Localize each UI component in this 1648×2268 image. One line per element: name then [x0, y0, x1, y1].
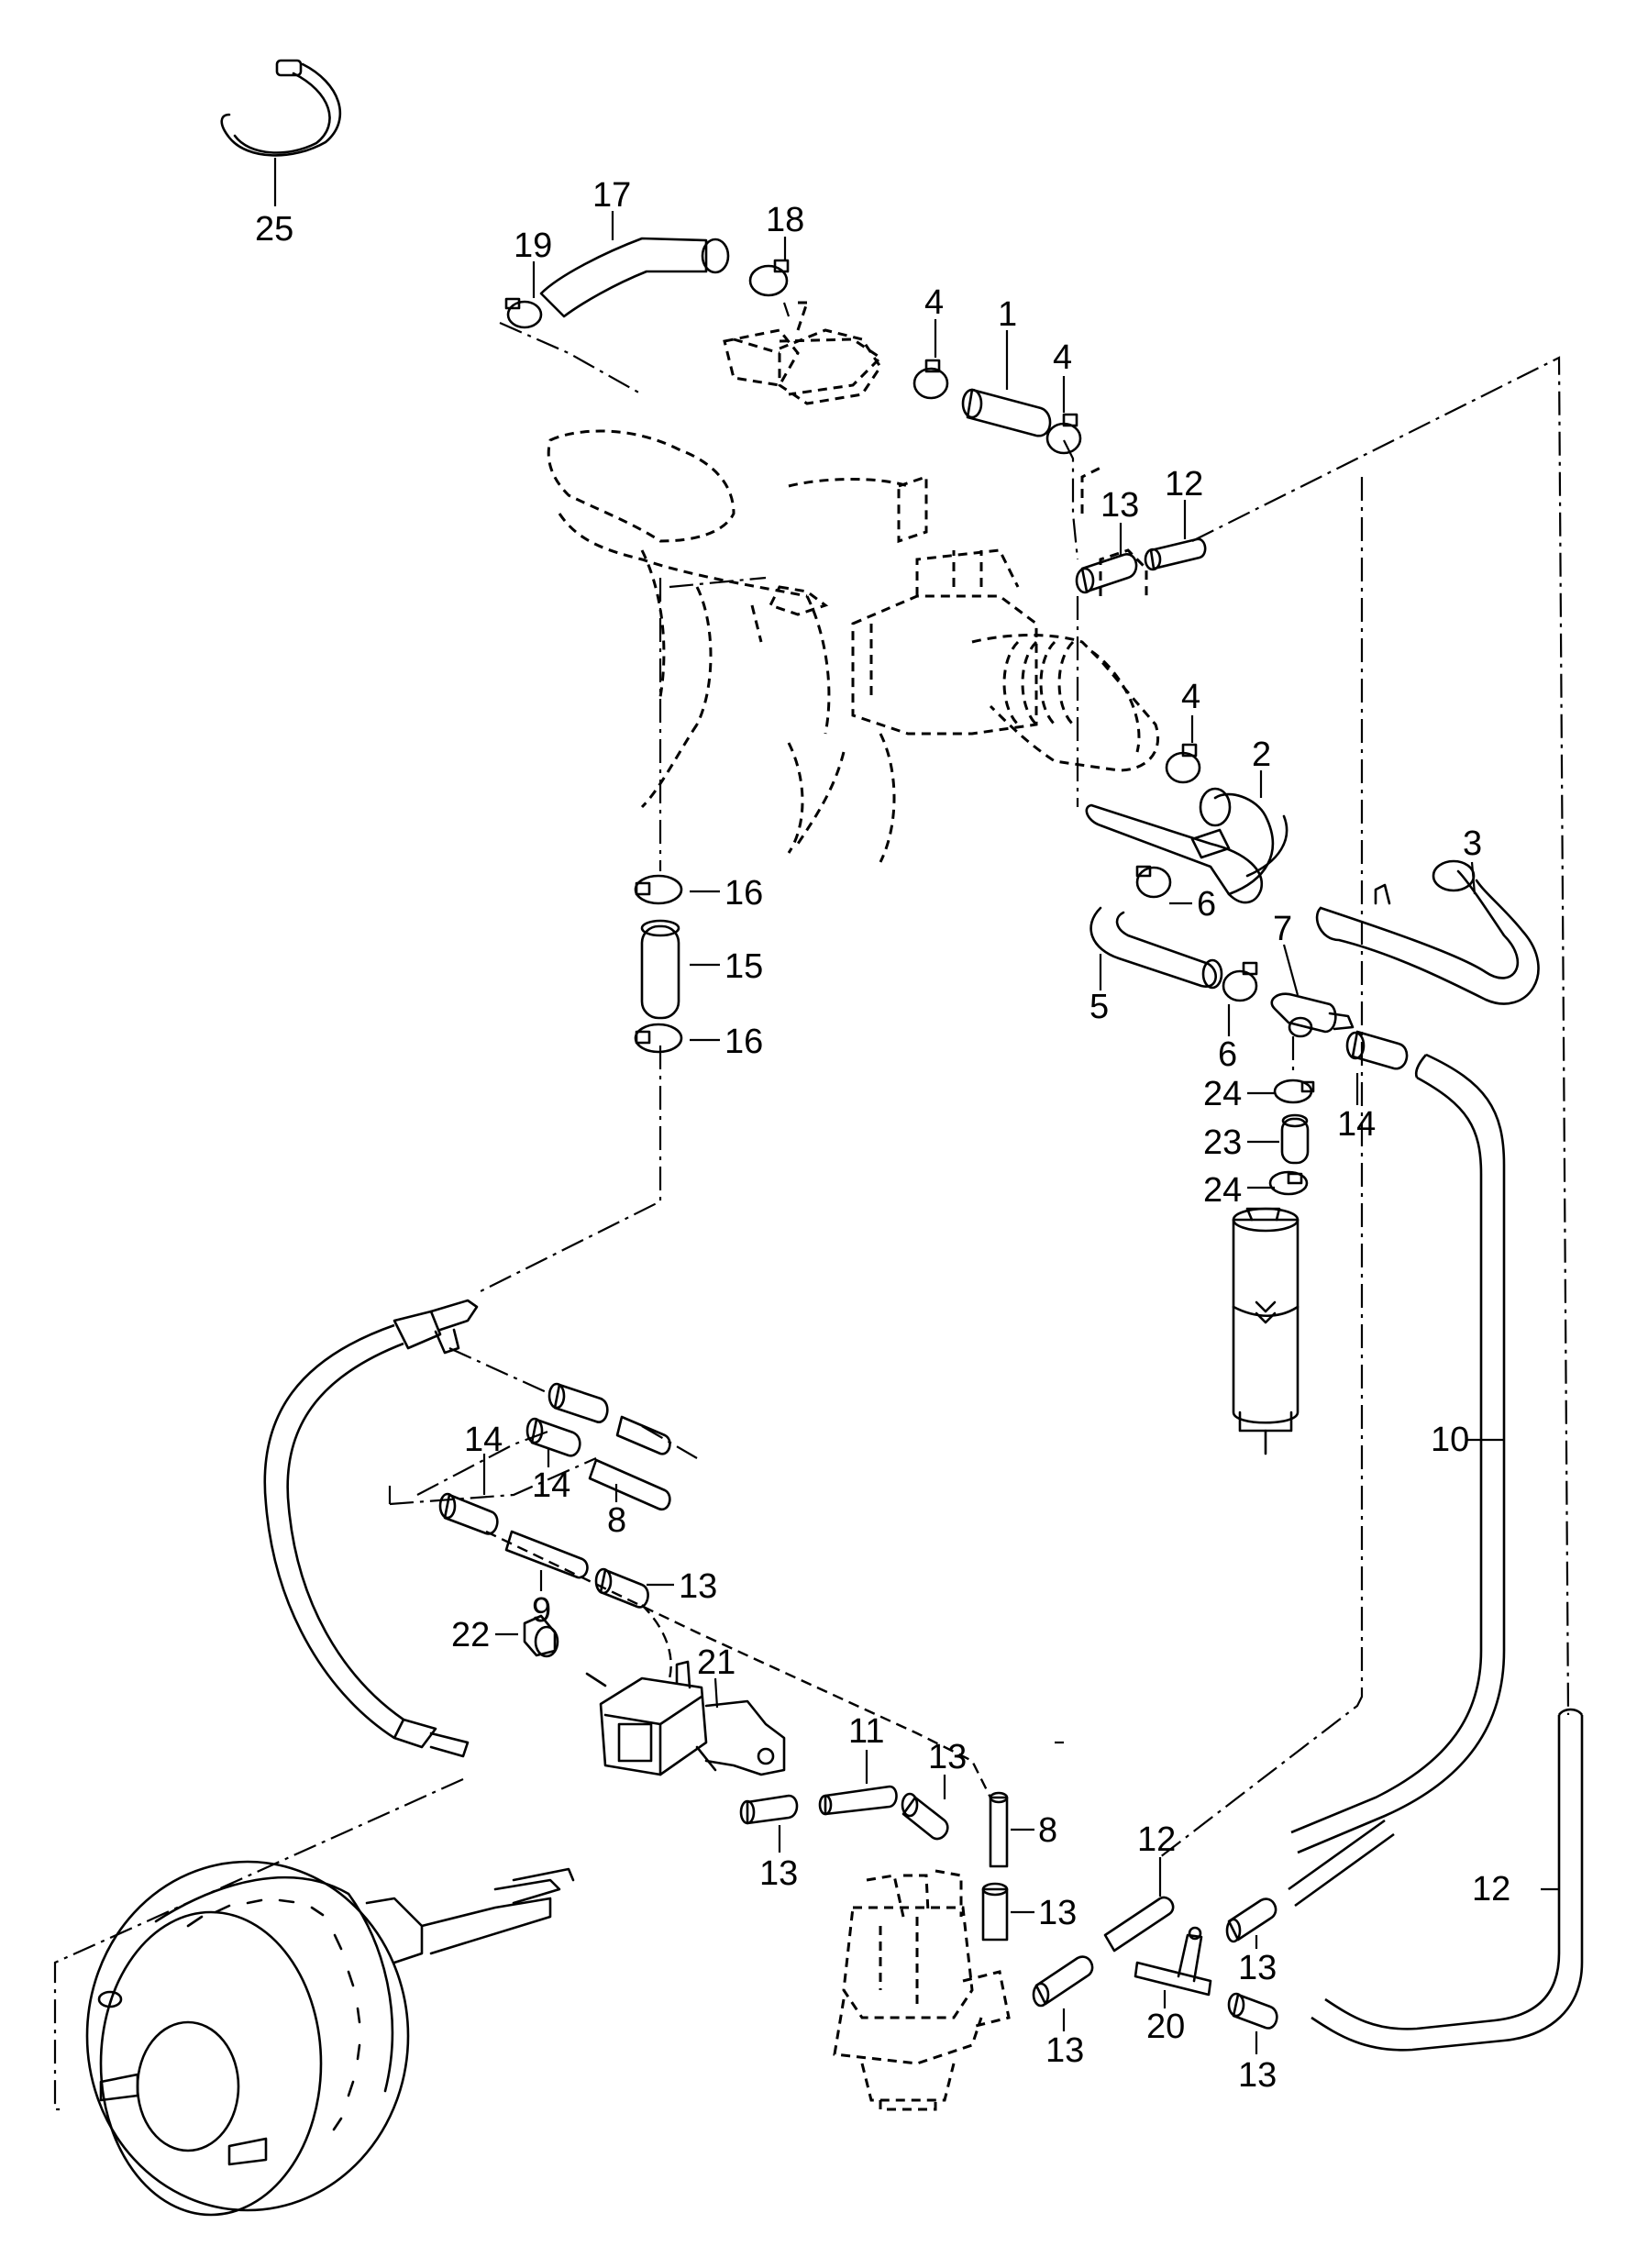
callout-24: 24 [1203, 1075, 1242, 1113]
callout-20: 20 [1146, 2008, 1185, 2046]
routing-lines [53, 302, 1570, 2111]
part-12-hose-upper [1144, 500, 1207, 571]
part-14-hose-right [1345, 1030, 1409, 1105]
vacuum-reservoir-canister [1232, 1207, 1300, 1455]
engine-phantom-outline [547, 328, 1160, 863]
part-16-clamp-lower [634, 1023, 720, 1054]
callout-8: 8 [607, 1501, 626, 1540]
callout-18: 18 [766, 201, 804, 239]
callout-15: 15 [724, 947, 763, 986]
callout-14: 14 [464, 1421, 503, 1459]
callout-17: 17 [592, 176, 631, 215]
callout-9: 9 [532, 1591, 551, 1630]
part-13-hose-lower-a [739, 1794, 799, 1853]
callout-14: 14 [1337, 1105, 1376, 1144]
part-13-hose-upper [1075, 523, 1138, 594]
callout-22: 22 [451, 1616, 490, 1654]
callout-13: 13 [1238, 2056, 1277, 2095]
callout-13: 13 [1038, 1894, 1077, 1932]
part-4-clamp-c [1165, 715, 1201, 784]
callout-12: 12 [1137, 1820, 1176, 1859]
part-12-long-hose [1311, 1708, 1584, 2052]
part-3-t-hose [1315, 859, 1540, 1005]
part-12-hose-lower [1103, 1857, 1175, 1953]
part-25-strap-clamp [220, 59, 342, 206]
callout-3: 3 [1463, 824, 1482, 863]
part-7-valve [1270, 944, 1355, 1038]
callout-6: 6 [1197, 885, 1216, 924]
valve-phantom [723, 301, 883, 396]
part-1-hose [961, 330, 1052, 437]
callout-4: 4 [1181, 678, 1200, 716]
part-6-clamp-lower [1222, 961, 1258, 1036]
part-14-hose-mid-a [547, 1382, 609, 1423]
part-13-hose-lower-f [1227, 1992, 1278, 2054]
part-2-elbow-hose [1085, 770, 1289, 904]
callout-12: 12 [1472, 1870, 1510, 1908]
part-17-hose [539, 211, 730, 318]
booster-vacuum-hose [263, 1299, 479, 1758]
part-18-clamp [748, 237, 790, 297]
callout-13: 13 [679, 1567, 717, 1606]
callout-13: 13 [928, 1738, 967, 1776]
part-24-clamp-upper [1247, 1079, 1315, 1104]
part-16-clamp-upper [634, 874, 720, 905]
part-13-hose-mid [594, 1567, 674, 1609]
part-20-t-fitting [1134, 1926, 1212, 2008]
part-8-hose-mid-a [615, 1415, 671, 1455]
part-8-hose-lower [989, 1791, 1034, 1868]
callout-1: 1 [998, 295, 1017, 334]
part-21-solenoid-valve [585, 1660, 786, 1776]
callout-12: 12 [1165, 465, 1203, 503]
part-15-hose [640, 919, 720, 1020]
part-23-hose [1247, 1113, 1310, 1165]
part-6-clamp-upper [1135, 865, 1192, 905]
part-8-hose-mid-b [588, 1458, 671, 1511]
part-13-hose-lower-d [1032, 1955, 1094, 2031]
brake-booster [85, 1860, 575, 2217]
part-14-hose-mid-c [438, 1454, 499, 1535]
part-10-long-hose [1290, 1053, 1506, 1854]
callout-11: 11 [848, 1712, 884, 1751]
callout-4: 4 [924, 283, 944, 322]
callout-13: 13 [759, 1854, 798, 1893]
callout-2: 2 [1252, 736, 1271, 774]
part-14-hose-mid-b [525, 1417, 581, 1467]
callout-25: 25 [255, 210, 293, 249]
callout-19: 19 [514, 227, 552, 265]
part-13-hose-lower-b [901, 1775, 949, 1841]
part-4-clamp-a [912, 319, 949, 400]
part-10-hose-lower-end [1288, 1819, 1395, 1908]
part-11-hose [818, 1750, 898, 1816]
callout-13: 13 [1045, 2031, 1084, 2070]
part-5-hose [1089, 906, 1223, 990]
callout-23: 23 [1203, 1123, 1242, 1162]
part-13-hose-lower-e [1225, 1897, 1277, 1949]
callout-24: 24 [1203, 1171, 1242, 1210]
distributor-phantom [833, 1869, 1011, 2111]
part-13-hose-lower-c [981, 1882, 1034, 1942]
part-4-clamp-b [1045, 376, 1082, 455]
callout-16: 16 [724, 1023, 763, 1061]
callout-13: 13 [1101, 486, 1139, 525]
callout-5: 5 [1089, 988, 1109, 1026]
callout-21: 21 [697, 1643, 736, 1682]
part-9-hose [504, 1530, 589, 1591]
part-19-clamp [504, 261, 543, 329]
callout-14: 14 [532, 1466, 570, 1505]
callout-10: 10 [1431, 1421, 1469, 1459]
part-24-clamp-lower [1247, 1170, 1309, 1196]
callout-labels: 25 17 19 18 4 1 4 13 12 4 2 3 6 7 5 6 16… [255, 176, 1510, 2095]
callout-13: 13 [1238, 1949, 1277, 1987]
callout-16: 16 [724, 874, 763, 913]
callout-7: 7 [1273, 910, 1292, 948]
callout-4: 4 [1053, 338, 1072, 377]
part-22-cap [495, 1614, 559, 1658]
callout-6: 6 [1218, 1035, 1237, 1074]
callout-8: 8 [1038, 1811, 1057, 1850]
